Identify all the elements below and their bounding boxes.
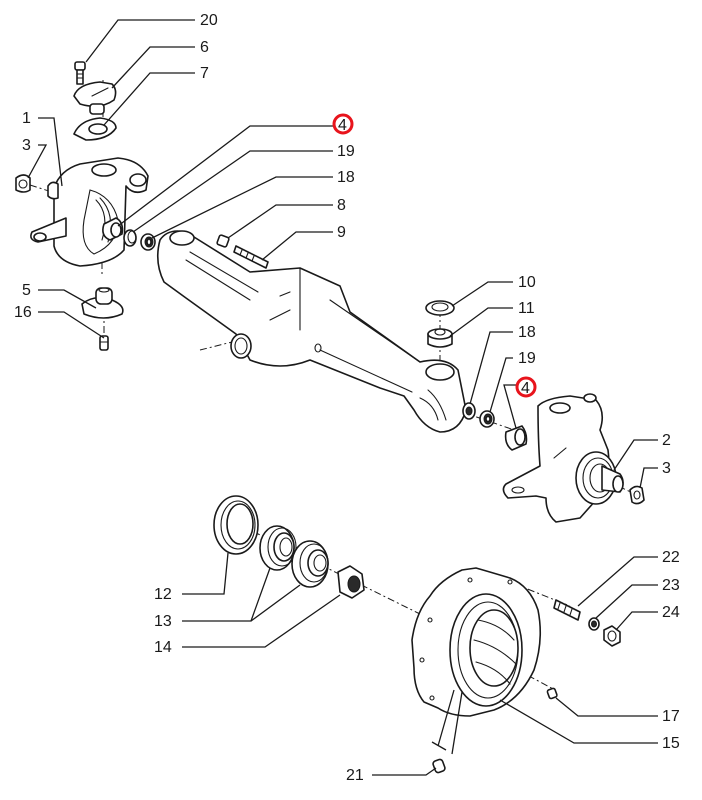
callout-8: 8 (337, 197, 346, 214)
seal-18-right-part (462, 402, 476, 420)
callout-24: 24 (662, 604, 680, 621)
kingpin-5-part (81, 287, 124, 319)
callout-15: 15 (662, 735, 680, 752)
seal-18-left-part (140, 233, 156, 251)
washer-10-part (425, 300, 455, 316)
callout-13: 13 (154, 613, 172, 630)
callout-3-right: 3 (662, 460, 671, 477)
plug-17-part (546, 687, 558, 700)
callout-21: 21 (346, 767, 364, 784)
callout-12: 12 (154, 586, 172, 603)
callout-2: 2 (662, 432, 671, 449)
callout-22: 22 (662, 549, 680, 566)
nut-3-left-part (15, 174, 31, 193)
bushing-4-right-part (504, 425, 528, 451)
callout-9: 9 (337, 224, 346, 241)
bearing-13b-part (291, 540, 329, 588)
callout-20: 20 (200, 12, 218, 29)
callout-labels: 20 6 7 1 3 4 19 18 8 9 5 16 10 11 18 19 … (14, 12, 680, 784)
dowel-21-part (431, 689, 463, 774)
bearing-19-left-part (123, 229, 137, 247)
knuckle-2-part (502, 393, 624, 523)
wheel-hub-15-part (411, 567, 542, 717)
stud-9-part (233, 245, 269, 269)
bolt-20-part (74, 61, 86, 85)
callout-19-right: 19 (518, 350, 536, 367)
callout-4-right: 4 (521, 380, 530, 397)
stud-22-part (553, 599, 581, 621)
callout-18-right: 18 (518, 324, 536, 341)
callout-5: 5 (22, 282, 31, 299)
axle-beam-part (156, 230, 467, 433)
bearing-13a-part (259, 525, 297, 571)
callout-17: 17 (662, 708, 680, 725)
callout-16: 16 (14, 304, 32, 321)
leader-lines (27, 19, 658, 776)
callout-11: 11 (518, 300, 535, 317)
nut-24-part (603, 625, 621, 647)
collar-11-part (427, 328, 453, 348)
callout-1: 1 (22, 110, 31, 127)
hub-seal-12-part (213, 495, 259, 555)
nut-8-part (216, 234, 230, 248)
nut-3-right-part (629, 485, 645, 505)
callout-23: 23 (662, 577, 680, 594)
callout-6: 6 (200, 39, 209, 56)
washer-23-part (588, 617, 600, 631)
callout-10: 10 (518, 274, 536, 291)
bearing-19-right-part (479, 410, 495, 428)
callout-18-top: 18 (337, 169, 355, 186)
callout-3-left: 3 (22, 137, 31, 154)
cover-6-part (73, 81, 117, 115)
highlight-ring-4-right (515, 376, 537, 398)
callout-7: 7 (200, 65, 209, 82)
knuckle-1-part (30, 157, 149, 267)
flange-7-part (73, 117, 117, 141)
highlight-ring-4-top (332, 113, 354, 135)
bushing-4-left-part (102, 217, 124, 241)
callout-19-top: 19 (337, 143, 355, 160)
callout-14: 14 (154, 639, 172, 656)
hub-nut-14-part (337, 565, 365, 599)
callout-4-top: 4 (338, 117, 347, 134)
nipple-16-part (99, 335, 109, 351)
